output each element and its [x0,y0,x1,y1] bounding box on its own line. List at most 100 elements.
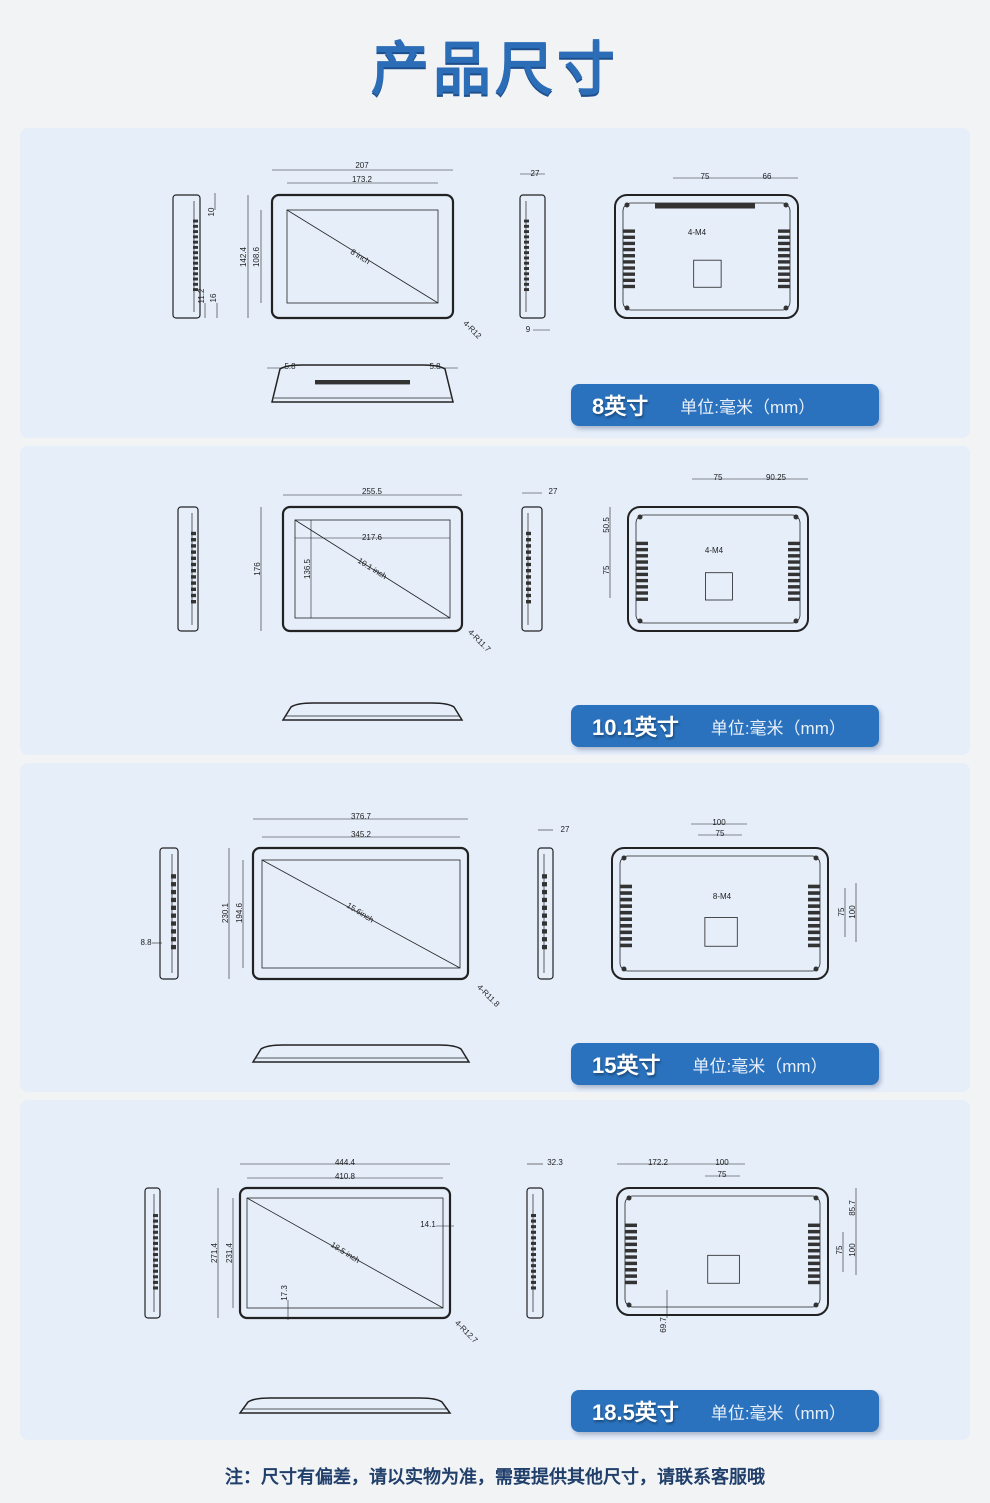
vent-slot [620,884,632,889]
dimension-label: 69.7 [659,1317,668,1333]
back-vent-right [778,229,790,289]
vent-slot [171,905,176,910]
vent-slot [623,266,635,270]
vent-slot [808,1274,820,1278]
label-plate [705,572,733,601]
vent-slot [524,230,529,234]
diagonal-label: 15.6inch [345,901,375,925]
vent-slot [623,241,635,246]
dimension-label: 172.2 [648,1158,669,1167]
size-badge-8: 8英寸 单位:毫米（mm） [571,384,879,426]
vent-slot [524,256,529,260]
vent-slot [526,538,531,542]
vent-slot [193,288,198,292]
diagonal-label: 8 inch [349,247,372,266]
s15-left-side-view [159,847,179,980]
s15-back-view [611,847,829,980]
screw-hole [813,1302,819,1308]
vent-slot [625,1248,637,1253]
dimension-label: 345.2 [351,830,372,839]
vent-slot [636,591,648,595]
s10-bottom-view [281,702,464,721]
dimension-label: 142.4 [239,246,248,267]
vent-slot [625,1255,637,1259]
s15-bottom-view [251,1044,471,1063]
vent-slot [625,1274,637,1278]
dimension-label: 100 [712,818,726,827]
vent-slot [542,937,547,942]
vent-slot [778,254,790,258]
vent-slot [526,569,531,573]
screw-hole [793,618,799,624]
vent-slot [625,1242,637,1247]
back-vent-left [620,884,632,948]
vent-slot [531,1247,536,1251]
back-vent-left [623,229,635,289]
s8-left-side-view [172,194,201,319]
vent-slot [636,541,648,546]
vent-slot [171,874,176,879]
vent-slot [524,282,529,286]
label-plate [693,259,722,288]
vent-slot [191,550,196,554]
size-badge-10: 10.1英寸 单位:毫米（mm） [571,705,879,747]
vent-slot [191,531,196,536]
vent-slot [524,224,529,228]
vent-slot [193,256,198,260]
vent-slot [788,585,800,589]
size-badge-18: 18.5英寸 单位:毫米（mm） [571,1390,879,1432]
vent-slot [153,1225,158,1229]
dimension-label: 100 [848,1243,857,1257]
vent-slot [171,889,176,895]
dimension-label: 75 [602,565,611,574]
vent-slot [623,278,635,283]
vent-slot [531,1219,536,1223]
screw-hole [813,1195,819,1201]
s18-right-side-view [526,1187,544,1319]
s10-front-view [281,505,464,633]
side-vent [531,1214,536,1290]
vent-slot [524,277,529,281]
vent-slot [526,593,531,598]
screen-diagonal [286,209,439,304]
vent-slot [524,219,529,223]
size-label: 10.1英寸 [592,715,679,740]
vent-slot [808,884,820,889]
vent-slot [193,219,198,223]
dimension-label: 14.1 [420,1220,436,1229]
back-vent-left [636,541,648,601]
vent-slot [191,575,196,579]
vent-slot [193,251,198,255]
s15-right-side-view [537,847,554,980]
vent-slot [808,1236,820,1240]
vent-slot [778,284,790,289]
vent-slot [788,566,800,570]
vent-slot [526,531,531,536]
vent-slot [531,1214,536,1218]
screw-hole [621,855,627,861]
vent-slot [778,235,790,239]
vent-slot [623,254,635,258]
vent-slot [625,1261,637,1266]
dimension-label: 75 [718,1170,727,1179]
s8-front-view [270,193,455,320]
vent-slot [808,1229,820,1234]
vent-slot [808,1280,820,1285]
dimension-label: 136.5 [303,558,312,579]
vent-slot [191,581,196,585]
vent-slot [778,278,790,283]
back-inner-frame [635,514,801,624]
screw-hole [637,514,643,520]
s8-right-side-view [519,194,546,319]
dimension-label: 5.8 [284,362,296,371]
vent-slot [625,1280,637,1285]
vent-slot [526,556,531,561]
dimension-label: 27 [549,487,558,496]
vent-slot [153,1269,158,1273]
vent-slot [788,597,800,601]
screw-hole [624,202,630,208]
vent-slot [524,235,529,239]
vent-slot [788,572,800,577]
vent-slot [788,541,800,546]
